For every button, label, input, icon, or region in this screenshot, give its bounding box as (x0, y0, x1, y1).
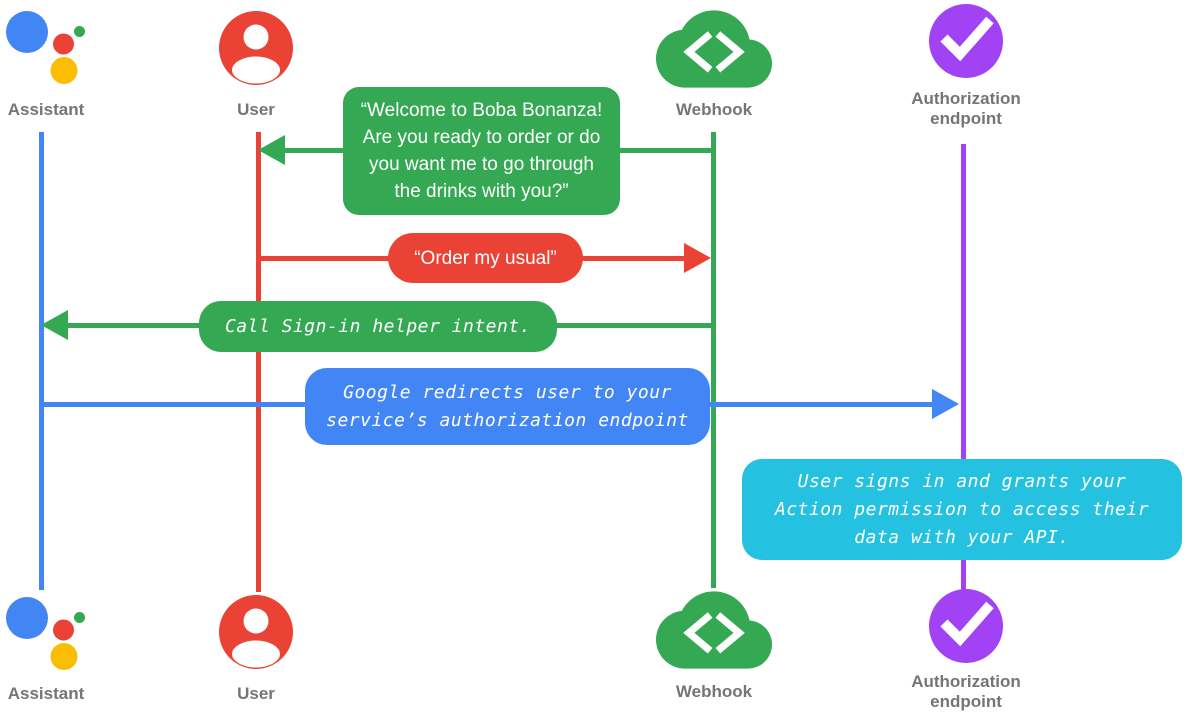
lifeline-auth-endpoint (961, 144, 966, 597)
webhook-cloud-icon (656, 10, 772, 88)
lifeline-user (256, 132, 261, 592)
actor-label-auth-endpoint: Authorization endpoint (911, 672, 1021, 711)
message-box-welcome: “Welcome to Boba Bonanza! Are you ready … (343, 87, 620, 215)
arrow-order-head-right-icon (684, 243, 711, 273)
message-box-signin: Call Sign-in helper intent. (199, 301, 557, 352)
message-box-order: “Order my usual” (388, 233, 583, 283)
actor-label-user: User (237, 100, 275, 119)
user-icon (219, 11, 293, 85)
actor-label-auth-endpoint: Authorization endpoint (911, 89, 1021, 128)
actor-label-assistant: Assistant (7, 100, 85, 119)
auth-check-icon (929, 4, 1003, 78)
arrow-welcome-head-left-icon (258, 135, 285, 165)
auth-check-icon (929, 589, 1003, 663)
assistant-logo-icon (6, 597, 85, 670)
message-box-redirect: Google redirects user to your service’s … (305, 368, 710, 445)
user-icon (219, 595, 293, 669)
lifeline-assistant (39, 132, 44, 590)
webhook-cloud-icon (656, 591, 772, 669)
actor-label-webhook: Webhook (675, 100, 753, 119)
arrow-signin-head-left-icon (41, 310, 68, 340)
arrow-redirect-head-right-icon (932, 389, 959, 419)
actor-label-user: User (237, 684, 275, 703)
lifeline-webhook (711, 132, 716, 588)
assistant-logo-icon (6, 11, 85, 84)
actor-label-webhook: Webhook (675, 682, 753, 701)
note-box-user-signin: User signs in and grants your Action per… (742, 459, 1182, 560)
actor-label-assistant: Assistant (7, 684, 85, 703)
